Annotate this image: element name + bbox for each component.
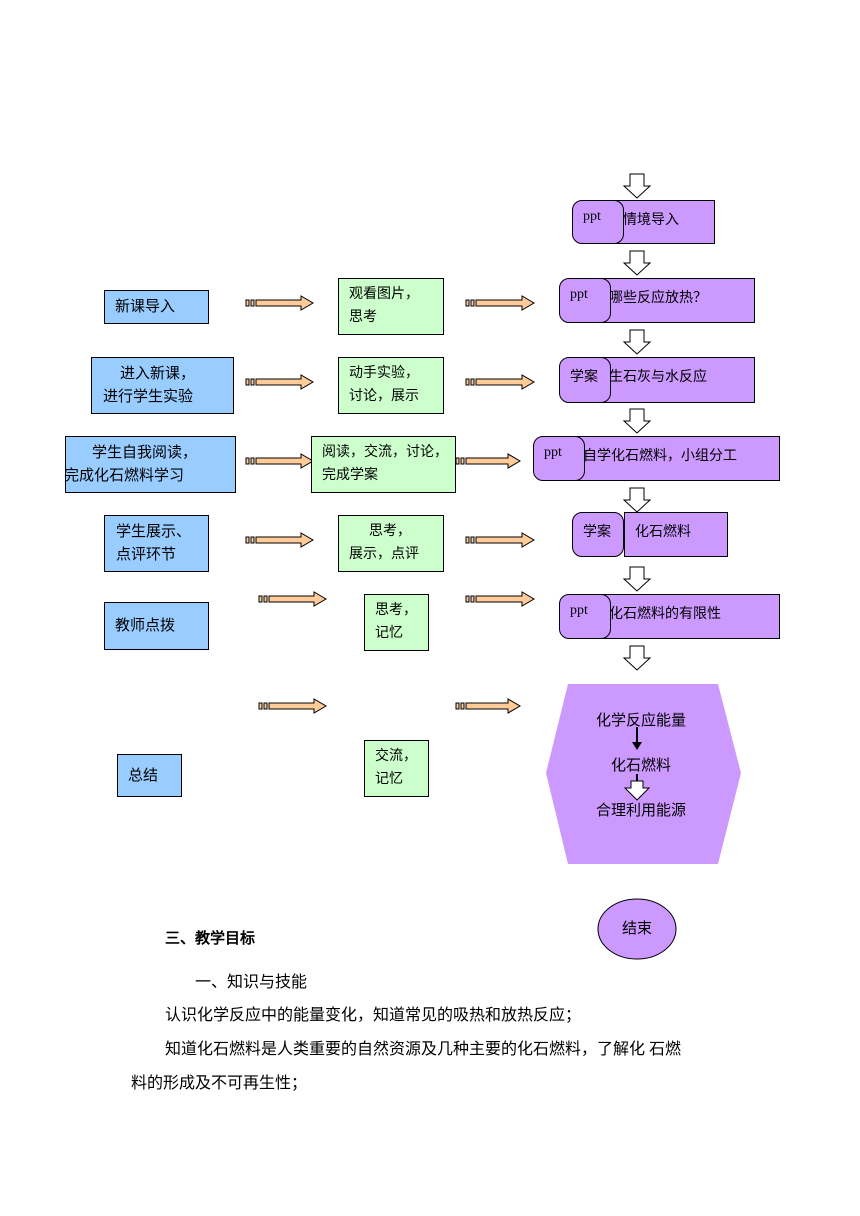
- resource-panel: 哪些反应放热？: [598, 278, 755, 323]
- right-arrow-icon: [258, 591, 327, 607]
- resource-panel: 生石灰与水反应: [598, 357, 755, 403]
- right-arrow-icon: [465, 295, 535, 311]
- activity-box-thinking: 思考， 展示，点评: [338, 515, 444, 572]
- activity-label: 完成学案: [322, 468, 378, 483]
- resource-tag-label: ppt: [544, 445, 562, 460]
- inner-arrowhead-icon: [632, 742, 642, 750]
- resource-label: 情境导入: [623, 213, 679, 228]
- resource-tag: ppt: [559, 594, 611, 639]
- step-label: 教师点拨: [115, 618, 176, 634]
- right-arrow-icon: [245, 453, 314, 469]
- summary-hexagon: [546, 684, 741, 864]
- activity-label: 思考，: [369, 524, 411, 539]
- resource-panel: 情境导入: [612, 200, 715, 244]
- right-arrow-icon: [245, 374, 314, 390]
- step-box-new-lesson: 新课导入: [104, 290, 209, 324]
- subsection-heading: 一、知识与技能: [195, 974, 308, 991]
- right-arrow-icon: [245, 532, 314, 548]
- step-box-self-reading: 学生自我阅读， 完成化石燃料学习: [64, 436, 236, 493]
- resource-tag: 学案: [572, 512, 624, 557]
- activity-box-experiment: 动手实验， 讨论，展示: [338, 357, 444, 414]
- right-arrow-icon: [465, 374, 535, 390]
- end-ellipse: [597, 898, 677, 960]
- right-arrow-icon: [258, 698, 327, 714]
- activity-label: 展示，点评: [349, 547, 419, 562]
- step-label: 点评环节: [116, 547, 177, 563]
- activity-label: 观看图片，: [349, 287, 419, 302]
- activity-box-exchange: 交流， 记忆: [364, 740, 429, 797]
- resource-panel: 自学化石燃料，小组分工: [572, 436, 780, 481]
- hexagon-line-1: 化学反应能量: [596, 713, 687, 729]
- activity-label: 思考: [349, 310, 377, 325]
- resource-tag-label: 学案: [570, 370, 598, 385]
- resource-label: 哪些反应放热？: [609, 291, 707, 306]
- step-box-summary: 总结: [117, 754, 182, 797]
- step-box-experiment: 进入新课， 进行学生实验: [91, 357, 234, 414]
- activity-label: 讨论，展示: [349, 389, 419, 404]
- activity-box-memorize: 思考， 记忆: [364, 594, 429, 651]
- resource-tag-label: 学案: [583, 525, 611, 540]
- activity-box-observe: 观看图片， 思考: [338, 278, 444, 335]
- section-heading: 三、教学目标: [165, 929, 256, 947]
- down-arrow-icon: [623, 645, 651, 671]
- step-label: 学生自我阅读，: [92, 445, 198, 461]
- right-arrow-icon: [455, 453, 521, 469]
- right-arrow-icon: [455, 698, 521, 714]
- activity-label: 思考，: [375, 603, 417, 618]
- step-label: 总结: [128, 768, 159, 784]
- resource-panel: 化石燃料: [624, 512, 728, 557]
- down-arrow-icon: [623, 408, 651, 434]
- objective-paragraph-2-line-2: 料的形成及不可再生性；: [131, 1075, 308, 1092]
- activity-label: 动手实验，: [349, 366, 419, 381]
- step-label: 进行学生实验: [103, 389, 194, 405]
- hexagon-line-3: 合理利用能源: [596, 803, 687, 819]
- right-arrow-icon: [245, 295, 314, 311]
- down-arrow-icon: [623, 173, 651, 199]
- activity-label: 记忆: [375, 772, 403, 787]
- down-arrow-icon: [623, 566, 651, 592]
- step-box-presentation: 学生展示、 点评环节: [104, 515, 209, 572]
- down-arrow-icon: [623, 487, 651, 513]
- resource-tag-label: ppt: [570, 287, 588, 302]
- objective-paragraph-2-line-1: 知道化石燃料是人类重要的自然资源及几种主要的化石燃料，了解化 石燃: [165, 1041, 682, 1058]
- resource-tag: 学案: [559, 357, 611, 403]
- resource-label: 生石灰与水反应: [609, 370, 707, 385]
- resource-label: 化石燃料: [635, 525, 691, 540]
- resource-tag: ppt: [533, 436, 585, 481]
- step-label: 学生展示、: [116, 524, 192, 540]
- activity-box-reading: 阅读，交流，讨论， 完成学案: [311, 436, 456, 493]
- resource-label: 自学化石燃料，小组分工: [583, 449, 737, 464]
- resource-panel: 化石燃料的有限性: [598, 594, 780, 639]
- resource-tag-label: ppt: [570, 603, 588, 618]
- right-arrow-icon: [465, 591, 535, 607]
- step-label: 新课导入: [115, 299, 176, 315]
- down-arrow-icon: [623, 250, 651, 276]
- activity-label: 交流，: [375, 749, 417, 764]
- step-label: 进入新课，: [120, 366, 196, 382]
- step-label: 完成化石燃料学习: [64, 468, 185, 484]
- inner-hollow-arrow-icon: [623, 780, 651, 801]
- down-arrow-icon: [623, 329, 651, 355]
- step-box-teacher-guidance: 教师点拨: [104, 602, 209, 650]
- activity-label: 记忆: [375, 626, 403, 641]
- hexagon-line-2: 化石燃料: [611, 758, 672, 774]
- resource-label: 化石燃料的有限性: [609, 607, 721, 622]
- right-arrow-icon: [465, 532, 535, 548]
- resource-tag: ppt: [559, 278, 611, 323]
- objective-paragraph-1: 认识化学反应中的能量变化，知道常见的吸热和放热反应；: [165, 1007, 582, 1024]
- resource-tag: ppt: [572, 200, 624, 244]
- activity-label: 阅读，交流，讨论，: [322, 445, 448, 460]
- end-label: 结束: [622, 921, 653, 937]
- resource-tag-label: ppt: [583, 209, 601, 224]
